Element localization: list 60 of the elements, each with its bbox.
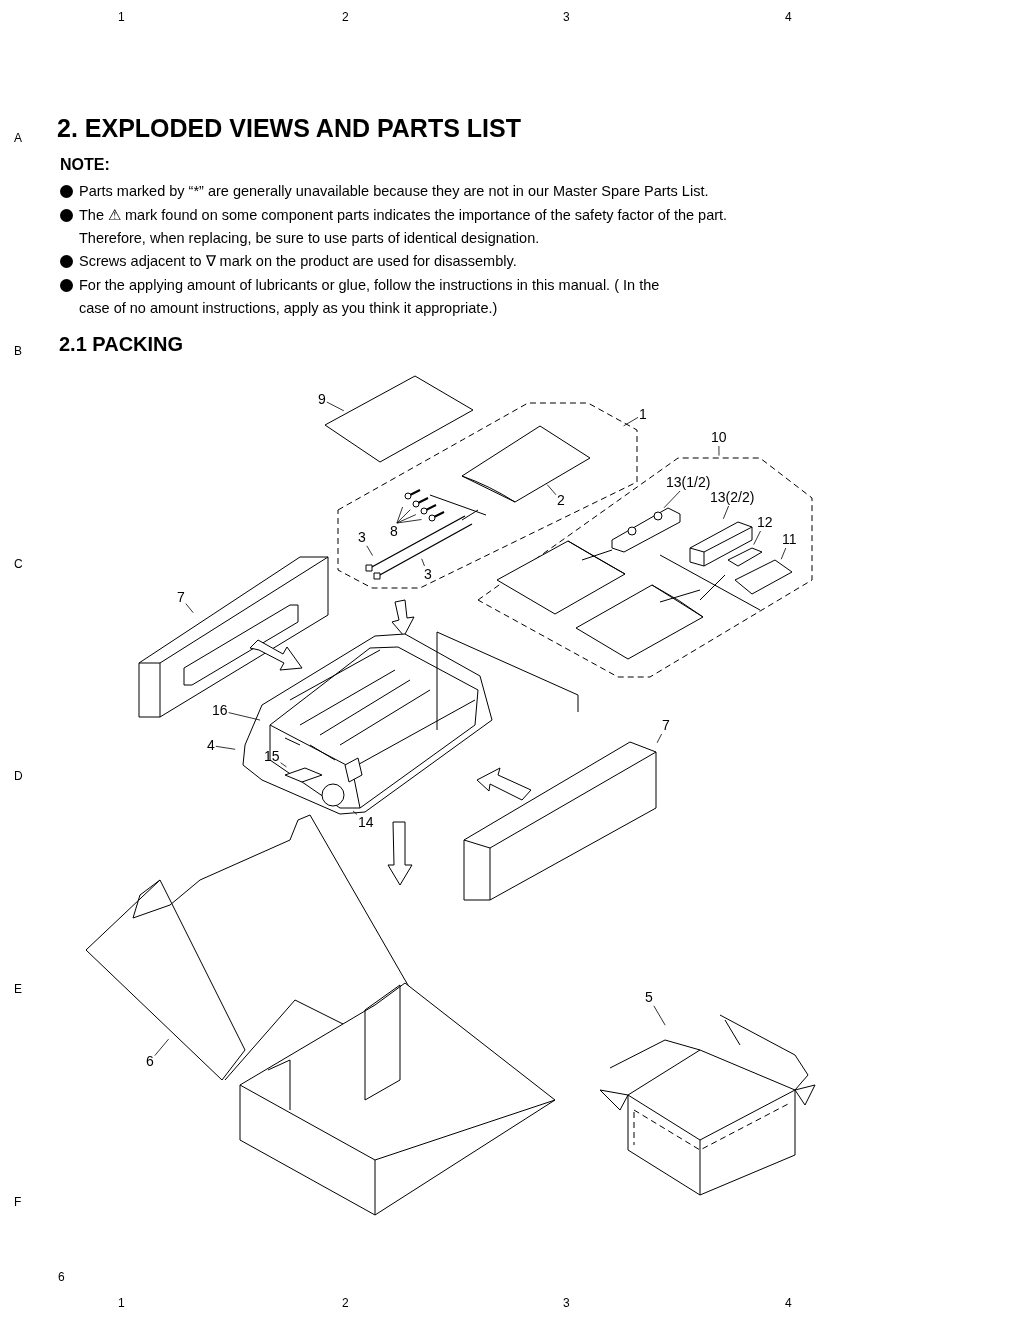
- note-text: For the applying amount of lubricants or glue, follow the instructions in this manual. ( In the case of no amount instructions, apply as you think it appropriate.): [59, 274, 674, 320]
- grid-reference: B: [14, 344, 22, 358]
- callout-number: 14: [358, 815, 374, 830]
- note-text: Screws adjacent to ∇ mark on the product are used for disassembly.: [59, 250, 739, 273]
- grid-reference: D: [14, 769, 23, 783]
- leader-line: [663, 490, 681, 509]
- callout-number: 13(1/2): [666, 475, 711, 490]
- leader-line: [352, 810, 358, 815]
- leader-line: [753, 530, 761, 545]
- callout-number: 9: [318, 392, 326, 407]
- grid-reference: 3: [563, 1296, 570, 1310]
- grid-reference: 3: [563, 10, 570, 24]
- callout-number: 12: [757, 515, 773, 530]
- grid-reference: A: [14, 131, 22, 145]
- grid-reference: 1: [118, 10, 125, 24]
- leader-line: [396, 506, 422, 524]
- leader-line: [366, 545, 373, 556]
- callout-number: 7: [662, 718, 670, 733]
- callout-number: 1: [639, 407, 647, 422]
- grid-reference: C: [14, 557, 23, 571]
- leader-line: [653, 1005, 666, 1026]
- leader-line: [546, 484, 557, 496]
- grid-reference: 2: [342, 1296, 349, 1310]
- leader-line: [154, 1038, 169, 1056]
- leader-line: [656, 733, 662, 744]
- note-heading: NOTE:: [60, 156, 110, 174]
- leader-line: [623, 417, 639, 427]
- grid-reference: 2: [342, 10, 349, 24]
- callout-number: 10: [711, 430, 727, 445]
- callout-number: 7: [177, 590, 185, 605]
- leader-line: [185, 603, 194, 614]
- callout-number: 2: [557, 493, 565, 508]
- grid-reference: 4: [785, 10, 792, 24]
- section-heading: 2.1 PACKING: [59, 333, 184, 356]
- leader-line: [215, 745, 236, 750]
- callout-number: 16: [212, 703, 228, 718]
- callout-number: 11: [782, 532, 797, 547]
- leader-line: [722, 505, 729, 520]
- callout-number: 15: [264, 749, 280, 764]
- leader-line: [718, 445, 720, 456]
- note-text: Parts marked by “*” are generally unavailable because they are not in our Master Spare Parts List.: [59, 180, 839, 203]
- callout-number: 3: [358, 530, 366, 545]
- leader-line: [228, 712, 261, 721]
- callout-number: 5: [645, 990, 653, 1005]
- callout-number: 3: [424, 567, 432, 582]
- grid-reference: F: [14, 1195, 22, 1209]
- note-text: The ⚠ mark found on some component parts indicates the importance of the safety factor of the part. Therefore, when replacing, be sure to use parts of identical designation.: [59, 204, 739, 250]
- grid-reference: 1: [118, 1296, 125, 1310]
- grid-reference: E: [14, 982, 22, 996]
- callout-number: 8: [390, 524, 398, 539]
- leader-line: [280, 762, 287, 768]
- grid-reference: 4: [785, 1296, 792, 1310]
- callout-number: 13(2/2): [710, 490, 755, 505]
- leader-line: [326, 401, 345, 412]
- callout-number: 4: [207, 738, 215, 753]
- leader-line: [780, 547, 787, 560]
- page-title: 2. EXPLODED VIEWS AND PARTS LIST: [57, 114, 521, 143]
- callout-number: 6: [146, 1054, 154, 1069]
- leader-line: [421, 558, 425, 567]
- grid-reference: 6: [58, 1270, 65, 1284]
